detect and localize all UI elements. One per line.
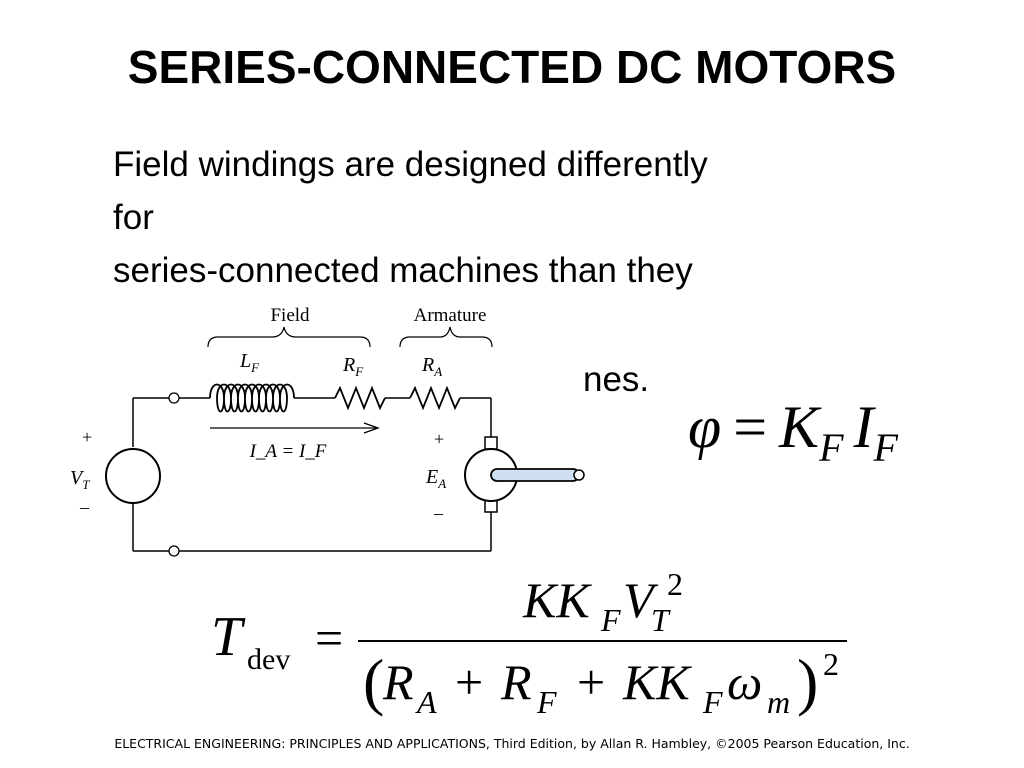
source-plus-sign: + — [82, 427, 92, 447]
source-minus-sign: – — [79, 497, 90, 517]
series-motor-circuit-diagram: Field Armature LF RF RA I_A = I_F + VT –… — [60, 295, 585, 560]
emf-minus-sign: – — [433, 503, 444, 523]
torque-equals: = — [315, 610, 343, 666]
partial-body-text: nes. — [583, 360, 650, 399]
shaft-end — [573, 469, 585, 481]
field-resistor-label: RF — [342, 354, 364, 379]
field-resistor — [334, 385, 386, 411]
inductor-label: LF — [239, 350, 260, 375]
motor-shaft — [490, 468, 580, 482]
body-line-1: Field windings are designed differently — [113, 145, 708, 184]
armature-label: Armature — [414, 305, 487, 326]
phi-symbol: φ — [688, 394, 722, 460]
footer-citation: ELECTRICAL ENGINEERING: PRINCIPLES AND A… — [114, 736, 910, 751]
armature-brace — [399, 326, 493, 348]
source-voltage-label: VT — [70, 467, 90, 492]
brush-top — [484, 436, 498, 450]
equals-sign: = — [733, 394, 768, 460]
emf-plus-sign: + — [434, 429, 444, 449]
body-text: Field windings are designed differently … — [113, 138, 913, 297]
torque-symbol: T — [211, 606, 246, 668]
flux-k: K — [779, 394, 820, 460]
torque-sub: dev — [247, 643, 290, 676]
slide-title: SERIES-CONNECTED DC MOTORS — [127, 41, 897, 93]
body-line-3: series-connected machines than they — [113, 251, 693, 290]
flux-i-sub: F — [873, 425, 898, 470]
flux-i: I — [853, 394, 874, 460]
body-line-2: for — [113, 198, 154, 237]
armature-resistor-label: RA — [421, 354, 442, 379]
terminal — [168, 545, 180, 557]
field-brace — [207, 326, 371, 348]
field-inductor — [209, 383, 295, 413]
armature-resistor — [409, 385, 461, 411]
current-arrowhead — [363, 422, 380, 434]
emf-label: EA — [425, 466, 446, 491]
voltage-source — [105, 448, 161, 504]
field-label: Field — [270, 305, 310, 326]
current-label: I_A = I_F — [249, 441, 327, 462]
flux-k-sub: F — [819, 425, 844, 470]
terminal — [168, 392, 180, 404]
